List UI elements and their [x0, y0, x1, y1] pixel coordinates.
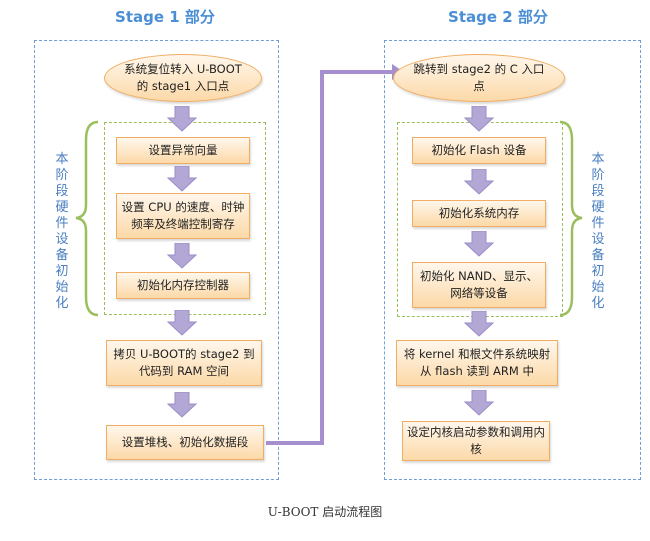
stage1-container: [34, 40, 279, 480]
arrow-down-icon: [167, 310, 197, 336]
figure-caption: U-BOOT 启动流程图: [267, 505, 383, 519]
stage1-step-exception-vectors: 设置异常向量: [116, 137, 250, 164]
arrow-down-icon: [167, 106, 197, 132]
stage2-step-nand-display-network: 初始化 NAND、显示、网络等设备: [412, 262, 546, 308]
arrow-down-icon: [464, 390, 494, 416]
arrow-down-icon: [464, 231, 494, 257]
stage1-start-node: 系统复位转入 U-BOOT 的 stage1 入口点: [104, 54, 262, 102]
arrow-down-icon: [167, 166, 197, 192]
stage2-step-system-memory: 初始化系统内存: [412, 200, 546, 227]
stage2-step-map-kernel: 将 kernel 和根文件系统映射从 flash 读到 ARM 中: [396, 340, 558, 386]
stage1-step-cpu-clock: 设置 CPU 的速度、时钟频率及终端控制寄存: [116, 193, 250, 239]
arrow-down-icon: [167, 243, 197, 269]
stage2-container: [384, 40, 641, 480]
stage1-step-stack-data: 设置堆栈、初始化数据段: [106, 425, 264, 460]
stage1-side-label: 本阶段硬件设备初始化: [55, 152, 69, 311]
stage1-brace: [75, 120, 99, 317]
stage2-step-boot-kernel: 设定内核启动参数和调用内核: [402, 421, 550, 461]
arrow-down-icon: [464, 169, 494, 195]
arrow-down-icon: [167, 392, 197, 418]
arrow-down-icon: [464, 106, 494, 132]
stage1-step-copy-stage2: 拷贝 U-BOOT的 stage2 到代码到 RAM 空间: [106, 340, 262, 386]
stage2-step-flash: 初始化 Flash 设备: [412, 137, 546, 164]
stage1-title: Stage 1 部分: [115, 8, 215, 26]
stage2-brace: [559, 120, 583, 317]
arrow-down-icon: [464, 311, 494, 337]
stage2-start-node: 跳转到 stage2 的 C 入口点: [393, 54, 565, 102]
stage2-title: Stage 2 部分: [448, 8, 548, 26]
stage2-side-label: 本阶段硬件设备初始化: [591, 152, 605, 311]
stage1-step-memory-controller: 初始化内存控制器: [116, 272, 250, 299]
stage-connector-line: [266, 70, 392, 445]
